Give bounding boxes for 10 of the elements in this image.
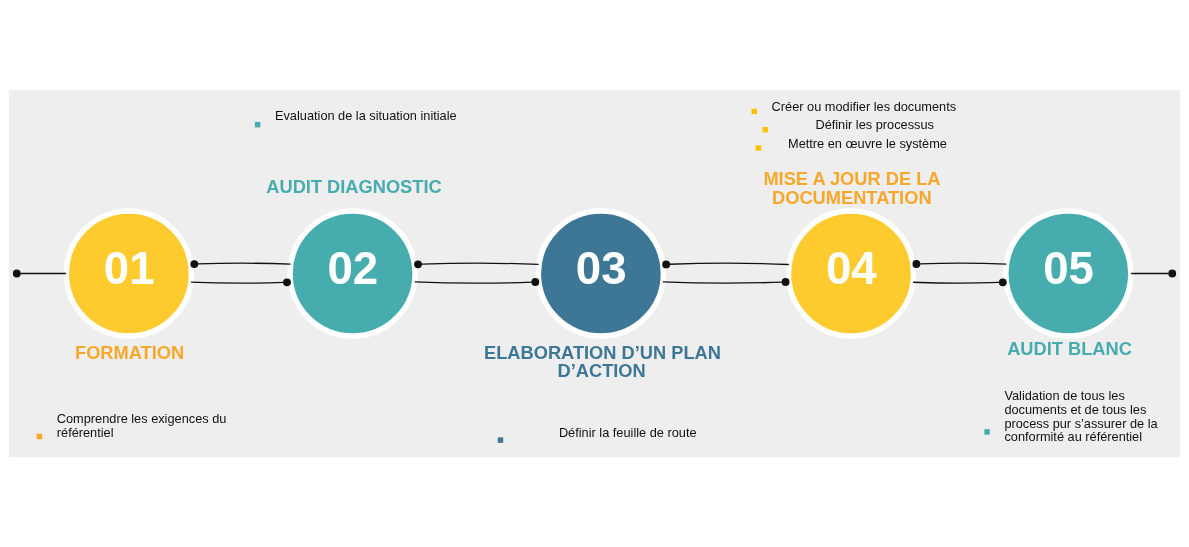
node-label: Définir les processus (815, 117, 934, 133)
node-label: AUDIT DIAGNOSTIC (266, 176, 442, 198)
node-label: Evaluation de la situation initiale (274, 107, 457, 123)
node-label: process pur s’assurer de la conformité au référentiel (1004, 415, 1158, 445)
node-label: MISE A JOUR DE LA (763, 168, 941, 190)
node-label: ELABORATION D’UN PLAN (484, 341, 721, 363)
node-label: Comprendre les exigences du (56, 410, 227, 426)
node-label: Mettre en œuvre le système (788, 135, 947, 151)
node-label: Créer ou modifier les documents (771, 99, 957, 115)
node-label: Définir la feuille de route (558, 425, 697, 441)
